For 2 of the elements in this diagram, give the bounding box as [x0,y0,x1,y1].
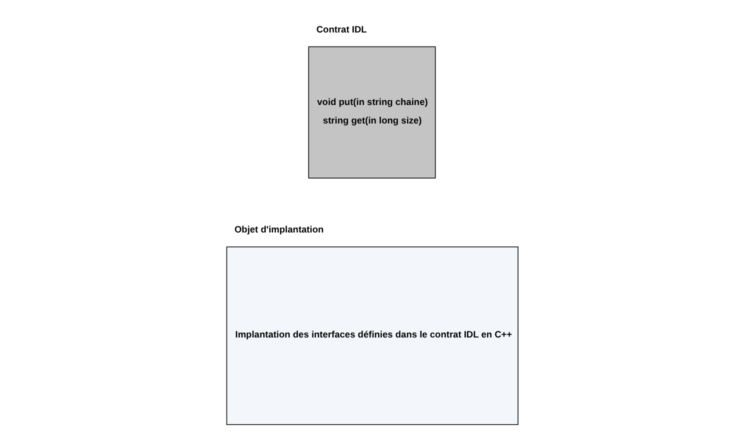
node-label: Contrat IDL [316,24,367,35]
node-label: Objet d'implantation [234,224,324,235]
